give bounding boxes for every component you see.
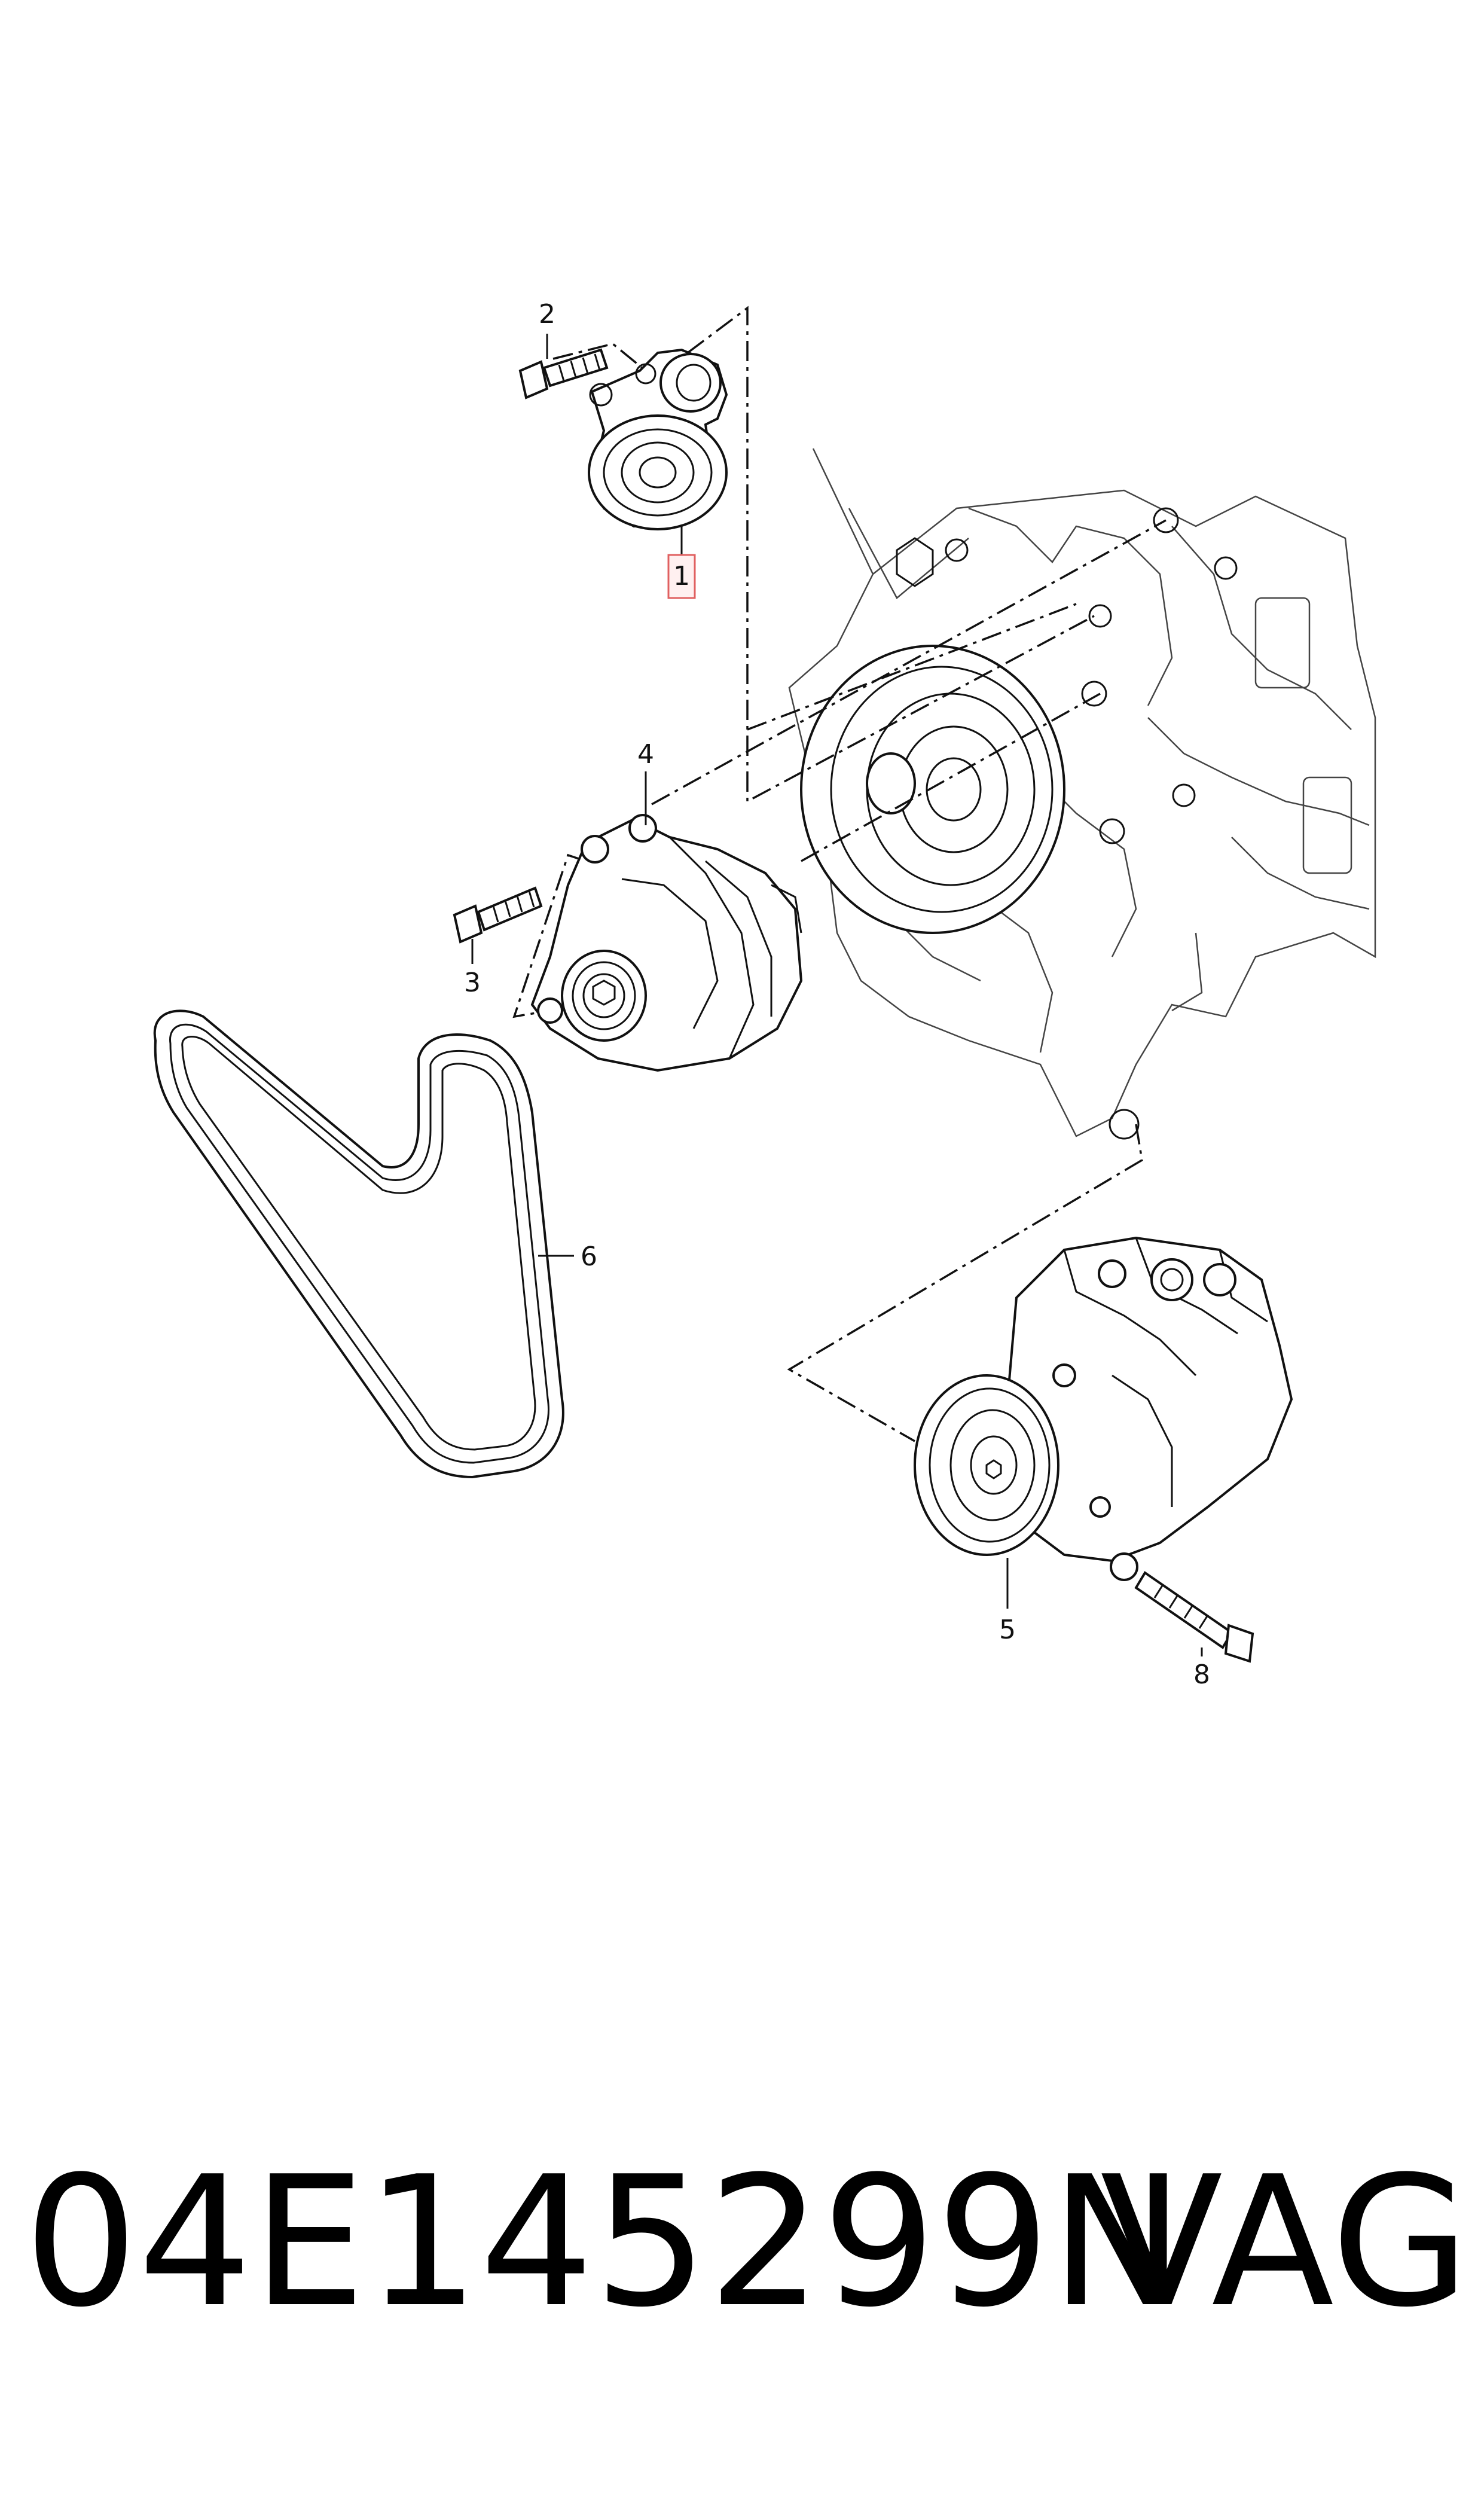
crankshaft-pulley xyxy=(800,645,1065,934)
alternator xyxy=(530,814,803,1072)
callout-8: 8 xyxy=(1193,1659,1210,1690)
leader-lines xyxy=(471,334,1203,1656)
callout-4: 4 xyxy=(637,739,654,770)
brand-label: VAG xyxy=(1100,2138,1470,2347)
callout-3: 3 xyxy=(464,968,481,998)
assembly-lines xyxy=(512,306,1167,1442)
ribbed-belt xyxy=(153,1009,564,1479)
callout-1: 1 xyxy=(673,561,690,591)
part-number-label: 04E145299N xyxy=(24,2138,1184,2347)
callout-2: 2 xyxy=(539,299,555,330)
highlight-box-callout-1 xyxy=(667,554,696,599)
ac-compressor xyxy=(914,1236,1293,1581)
callout-5: 5 xyxy=(999,1615,1016,1645)
callout-6: 6 xyxy=(581,1241,597,1272)
bolt-part-2 xyxy=(518,348,609,399)
belt-tensioner xyxy=(588,348,728,530)
callouts: 1 2 4 3 6 5 8 xyxy=(464,299,1210,1690)
bolt-part-8 xyxy=(1134,1571,1254,1663)
bolt-part-3 xyxy=(453,886,543,944)
